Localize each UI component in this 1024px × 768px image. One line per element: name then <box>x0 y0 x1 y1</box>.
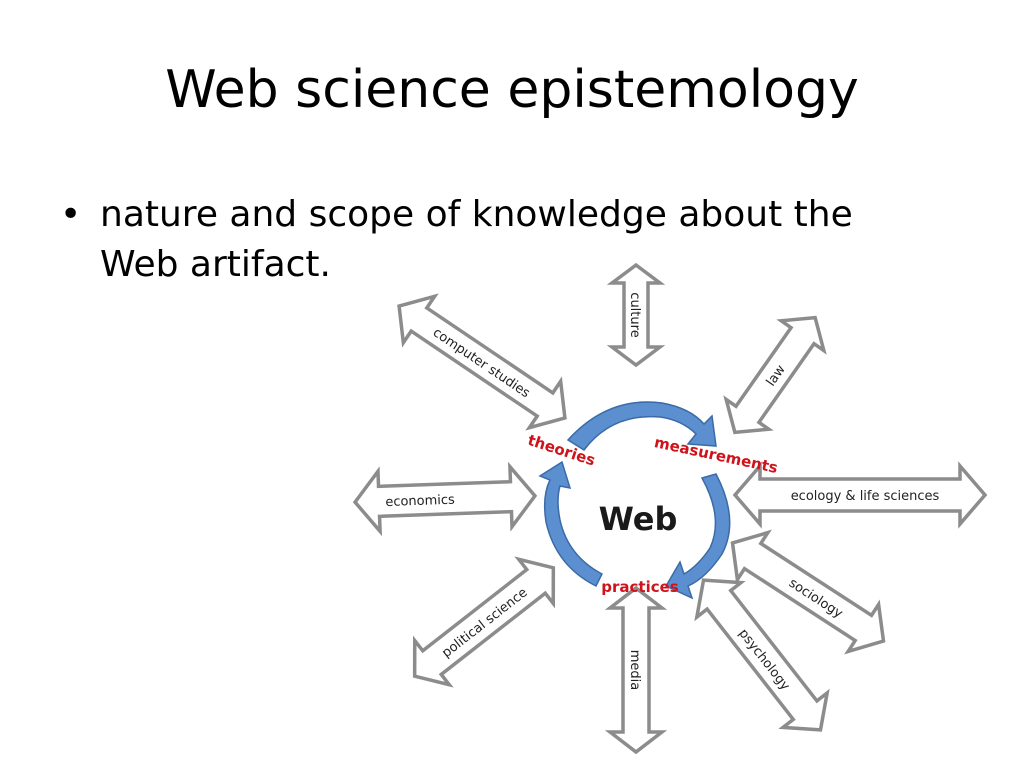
arrow-ecology: ecology & life sciences <box>732 461 988 529</box>
arrow-political-science: political science <box>412 556 556 688</box>
arrow-computer-studies: computer studies <box>397 293 567 431</box>
cycle-arc-measurements-to-practices <box>664 473 731 600</box>
cycle-arc-theories-to-measurements <box>566 401 717 451</box>
bullet-list: • nature and scope of knowledge about th… <box>60 190 920 291</box>
field-label-media: media <box>627 650 642 691</box>
arrow-psychology: psychology <box>694 578 830 732</box>
field-label-computer-studies: computer studies <box>430 325 533 401</box>
arrow-sociology: sociology <box>730 529 886 655</box>
cycle-arc-practices-to-theories <box>538 460 603 588</box>
slide-title: Web science epistemology <box>165 60 859 120</box>
bullet-dot: • <box>60 194 82 235</box>
field-label-economics: economics <box>385 493 455 510</box>
field-label-culture: culture <box>627 292 642 337</box>
cycle-arrows <box>538 401 731 600</box>
bullet-item: nature and scope of knowledge about the … <box>100 194 853 286</box>
arrow-media: media <box>604 585 668 755</box>
arrow-economics: economics <box>352 461 538 537</box>
field-label-political-science: political science <box>439 585 530 661</box>
field-label-ecology: ecology & life sciences <box>791 489 940 504</box>
arrow-culture: culture <box>606 262 666 368</box>
cycle-label-measurements: measurements <box>653 433 780 477</box>
arrow-law: law <box>723 315 827 435</box>
web-center-label: Web <box>599 500 678 538</box>
cycle-label-practices: practices <box>601 578 679 596</box>
